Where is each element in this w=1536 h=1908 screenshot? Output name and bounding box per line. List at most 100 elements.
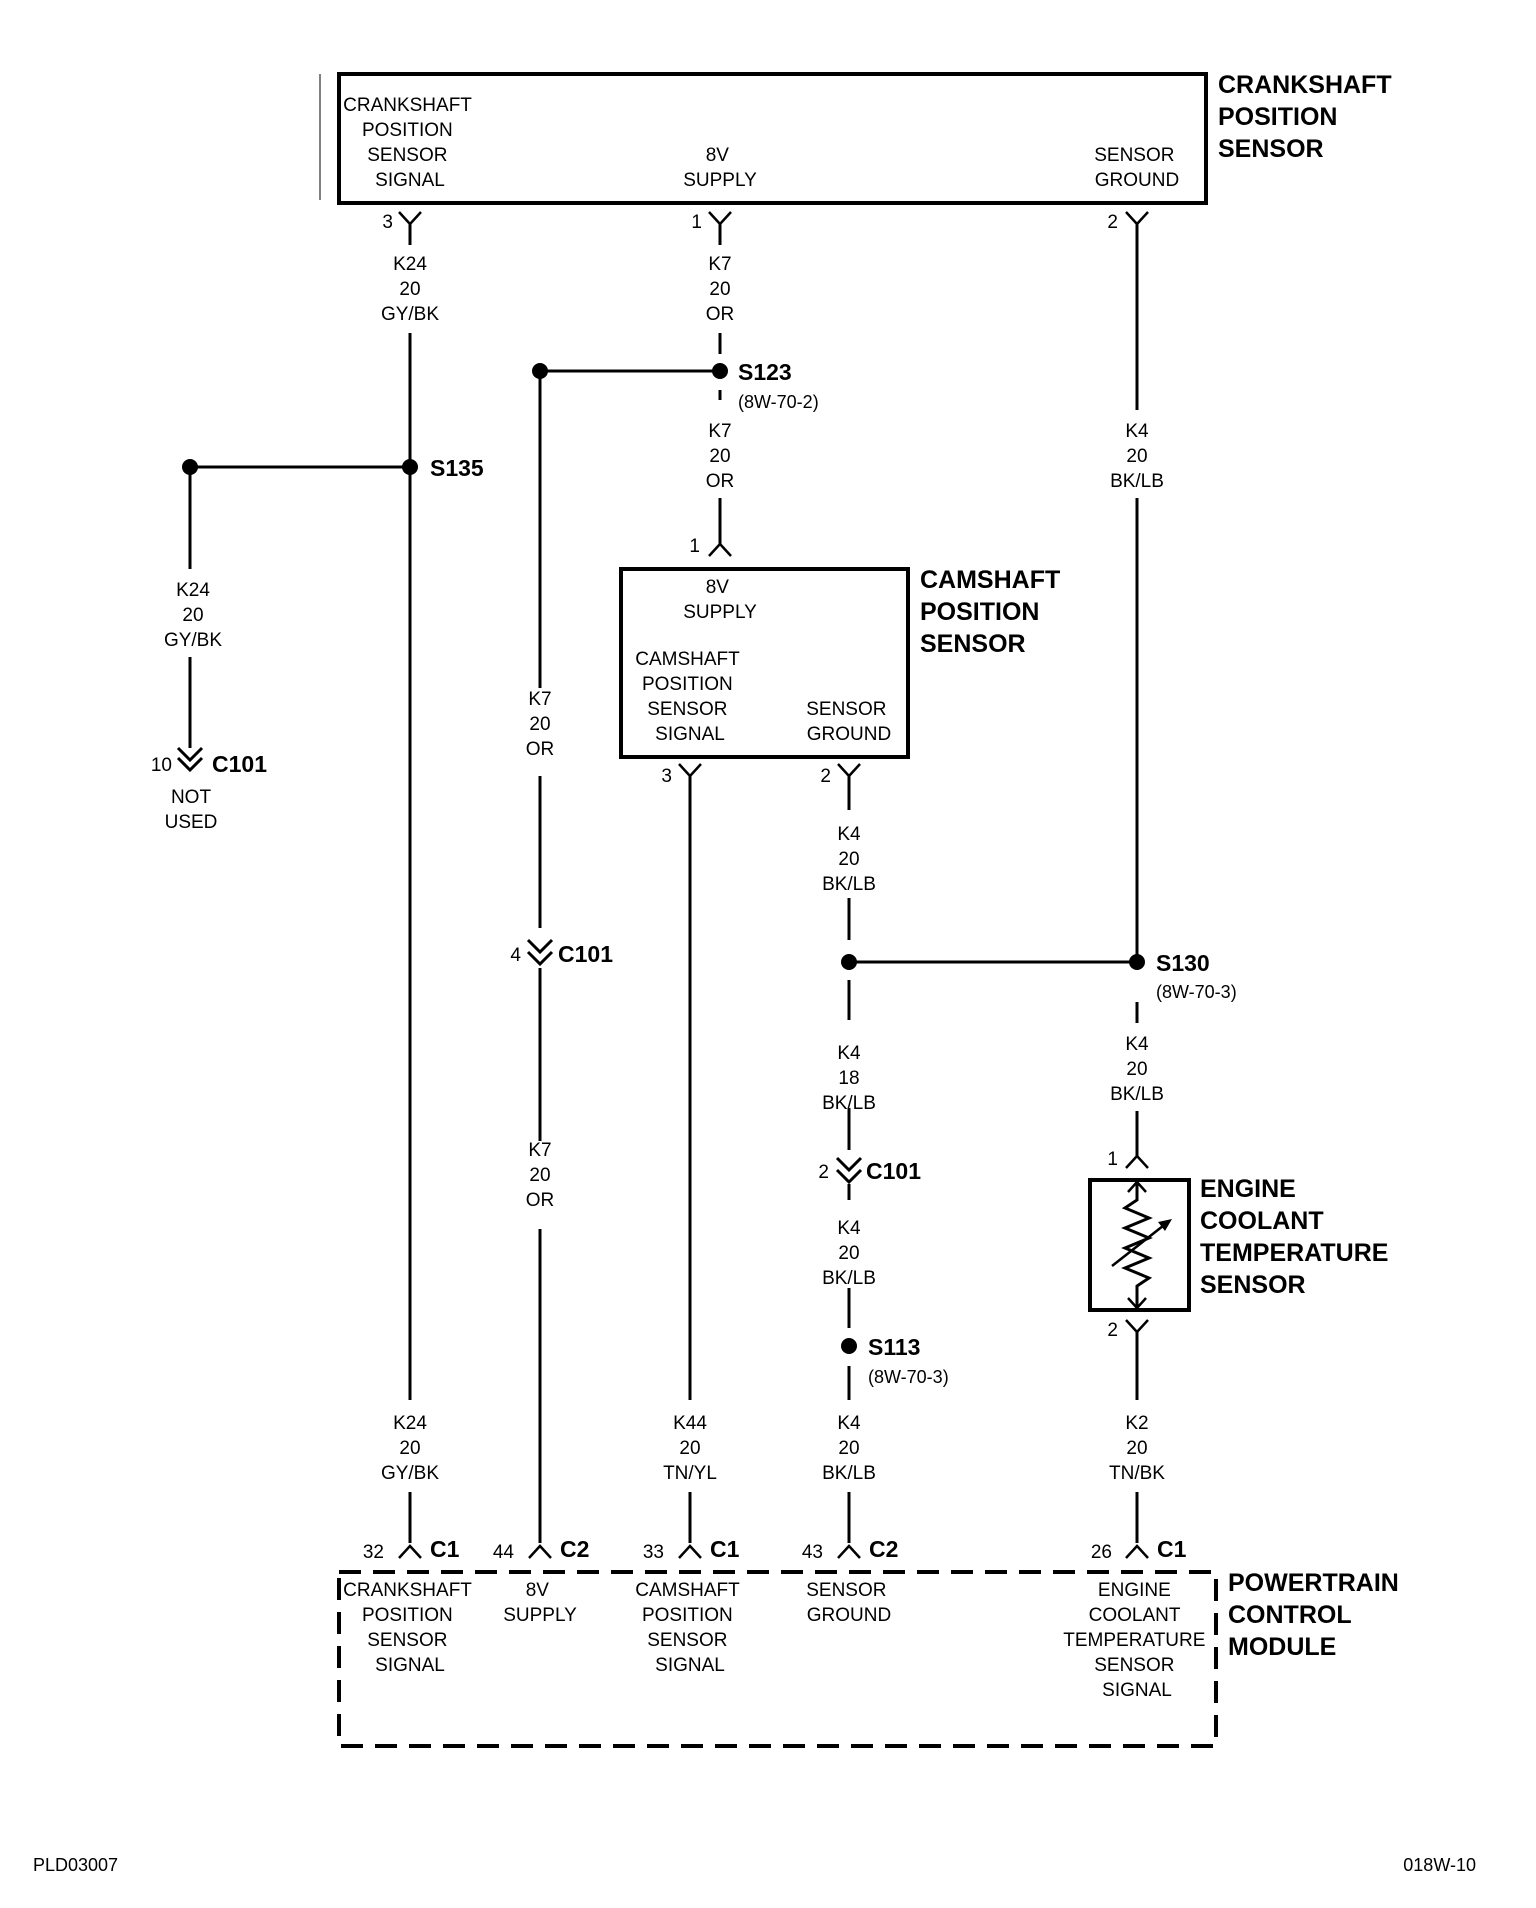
splice-dot	[182, 459, 198, 475]
camshaft-sensor-title: CAMSHAFT POSITION SENSOR	[920, 566, 1067, 658]
c101-mid-label: C101	[558, 941, 613, 967]
camshaft-position-sensor: CAMSHAFT POSITION SENSOR 8V SUPPLY CAMSH…	[619, 536, 1067, 787]
c101-left-pin: 10	[151, 755, 172, 776]
camshaft-pin1-terminal	[708, 542, 732, 557]
camshaft-pin1-number: 1	[689, 536, 700, 557]
c101-right-pin: 2	[818, 1162, 829, 1183]
crankshaft-pin2-number: 2	[1107, 212, 1118, 233]
crankshaft-pin1-terminal	[708, 211, 732, 226]
pcm-pin43-connector: C2	[869, 1536, 898, 1562]
splice-s130-label: S130	[1156, 950, 1210, 976]
ect-pin1-terminal	[1125, 1154, 1149, 1169]
c101-left-label: C101	[212, 751, 267, 777]
pcm-dashed-box	[337, 1570, 1218, 1748]
ect-variable-arrow	[1111, 1221, 1169, 1267]
camshaft-sensor-box	[619, 567, 910, 759]
pcm-title: POWERTRAIN CONTROL MODULE	[1228, 1569, 1406, 1661]
c101-right-symbol	[835, 1156, 863, 1173]
c101-left-symbol	[176, 756, 204, 773]
crankshaft-pin2-label: SENSOR GROUND	[1094, 145, 1180, 191]
ect-thermistor-symbol	[1121, 1180, 1153, 1310]
pcm-pin43-terminal	[837, 1544, 861, 1559]
pcm-pin32-connector: C1	[430, 1536, 460, 1562]
pcm-pin26-terminal	[1125, 1544, 1149, 1559]
powertrain-control-module: POWERTRAIN CONTROL MODULE 32 44 33 43 26…	[337, 1536, 1406, 1748]
c101-mid-symbol	[526, 938, 554, 955]
camshaft-pin2-terminal	[837, 763, 861, 778]
engine-coolant-temperature-sensor: ENGINE COOLANT TEMPERATURE SENSOR 1 2	[1088, 1149, 1395, 1341]
pcm-pin26-connector: C1	[1157, 1536, 1187, 1562]
pcm-pin26-number: 26	[1091, 1542, 1112, 1563]
ect-sensor-title: ENGINE COOLANT TEMPERATURE SENSOR	[1200, 1175, 1395, 1299]
ect-sensor-box	[1088, 1178, 1191, 1312]
splice-s123-ref: (8W-70-2)	[738, 392, 819, 412]
pcm-pin32-label: CRANKSHAFT POSITION SENSOR SIGNAL	[343, 1580, 477, 1676]
camshaft-pin3-label: CAMSHAFT POSITION SENSOR SIGNAL	[635, 649, 744, 745]
pcm-pin32-terminal	[398, 1544, 422, 1559]
crankshaft-pin2-terminal	[1125, 211, 1149, 226]
camshaft-pin2-number: 2	[820, 766, 831, 787]
crankshaft-pin1-number: 1	[691, 212, 702, 233]
splice-s135-label: S135	[430, 455, 484, 481]
ect-pin2-terminal	[1125, 1319, 1149, 1334]
crankshaft-sensor-title: CRANKSHAFT POSITION SENSOR	[1218, 71, 1399, 163]
footer-drawing-id: PLD03007	[33, 1855, 118, 1875]
footer-page-ref: 018W-10	[1403, 1855, 1476, 1875]
splice-s123-label: S123	[738, 359, 792, 385]
wires	[188, 224, 1139, 1543]
splice-s135-dot	[402, 459, 418, 475]
splice-dot	[532, 363, 548, 379]
crankshaft-pin3-number: 3	[382, 212, 393, 233]
pcm-pin43-label: SENSOR GROUND	[806, 1580, 892, 1626]
camshaft-pin1-label: 8V SUPPLY	[683, 577, 757, 623]
pcm-pin33-terminal	[678, 1544, 702, 1559]
splice-s113-dot	[841, 1338, 857, 1354]
crankshaft-pin1-label: 8V SUPPLY	[683, 145, 757, 191]
splices: S123 (8W-70-2) S135 S130 (8W-70-3) S113 …	[182, 359, 1237, 1387]
ect-variable-arrowhead	[1158, 1219, 1172, 1231]
ect-pin2-number: 2	[1107, 1320, 1118, 1341]
pcm-pin44-terminal	[528, 1544, 552, 1559]
splice-s130-ref: (8W-70-3)	[1156, 982, 1237, 1002]
pcm-pin44-connector: C2	[560, 1536, 589, 1562]
splice-s113-label: S113	[868, 1334, 920, 1360]
crankshaft-pin3-label: CRANKSHAFT POSITION SENSOR SIGNAL	[343, 95, 477, 191]
c101-mid-symbol	[526, 950, 554, 967]
c101-right-symbol	[835, 1168, 863, 1185]
camshaft-pin2-label: SENSOR GROUND	[806, 699, 892, 745]
pcm-pin33-label: CAMSHAFT POSITION SENSOR SIGNAL	[635, 1580, 744, 1676]
camshaft-pin3-number: 3	[661, 766, 672, 787]
pcm-pin32-number: 32	[363, 1542, 384, 1563]
ect-pin1-number: 1	[1107, 1149, 1118, 1170]
crankshaft-sensor-box	[337, 72, 1208, 205]
splice-s123-dot	[712, 363, 728, 379]
pcm-pin43-number: 43	[802, 1542, 823, 1563]
c101-left-symbol	[176, 746, 204, 763]
c101-right-label: C101	[866, 1158, 921, 1184]
pcm-pin26-label: ENGINE COOLANT TEMPERATURE SENSOR SIGNAL	[1063, 1580, 1210, 1701]
crankshaft-pin3-terminal	[398, 211, 422, 226]
camshaft-pin3-terminal	[678, 763, 702, 778]
splice-s113-ref: (8W-70-3)	[868, 1367, 949, 1387]
c101-mid-pin: 4	[510, 945, 521, 966]
pcm-pin33-number: 33	[643, 1542, 664, 1563]
splice-s130-dot	[1129, 954, 1145, 970]
pcm-pin44-label: 8V SUPPLY	[503, 1580, 577, 1626]
ect-inner-arrow-bottom	[1127, 1297, 1147, 1310]
crankshaft-position-sensor: CRANKSHAFT POSITION SENSOR CRANKSHAFT PO…	[319, 71, 1399, 233]
